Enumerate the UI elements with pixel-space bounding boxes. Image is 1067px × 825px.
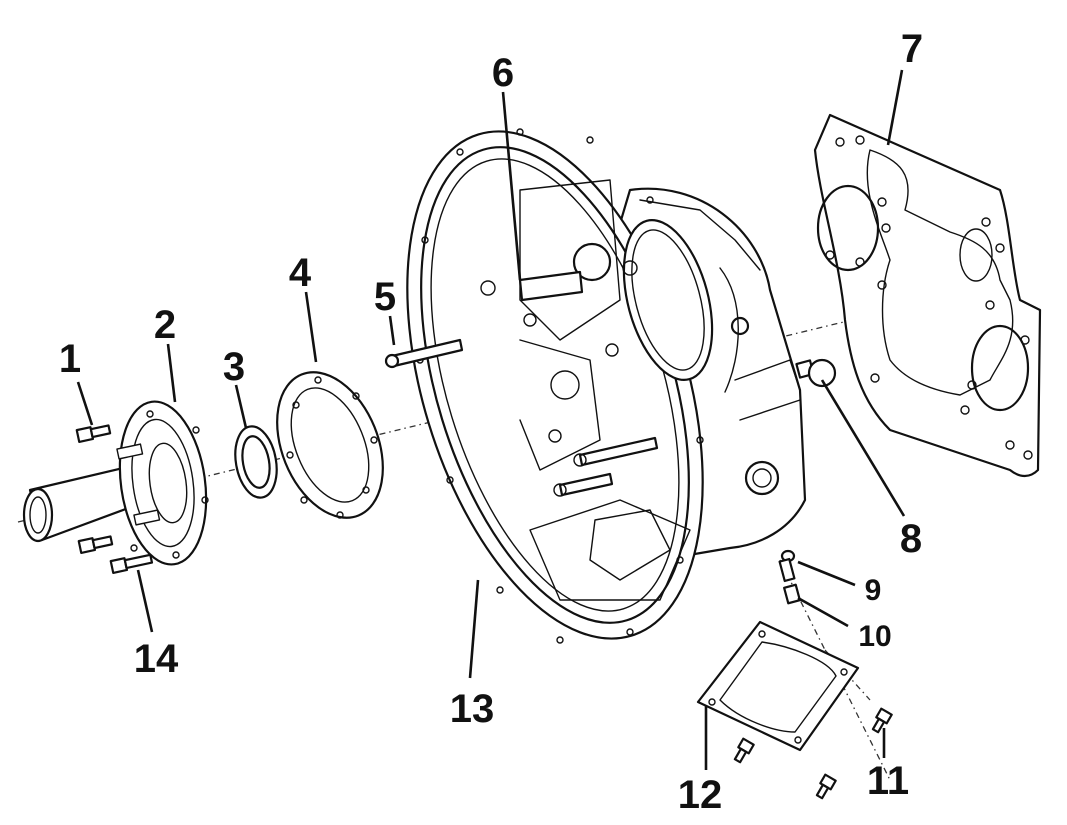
- callout-12: 12: [678, 773, 723, 817]
- callout-9: 9: [865, 574, 882, 607]
- screws-11: [733, 707, 893, 800]
- callout-8: 8: [900, 517, 922, 561]
- callout-4: 4: [289, 251, 312, 295]
- callout-14: 14: [134, 637, 179, 681]
- callout-1: 1: [59, 337, 81, 381]
- leader-lines: [76, 69, 906, 770]
- cover-gasket: [813, 113, 1042, 478]
- bolts-left: [75, 424, 154, 574]
- callout-2: 2: [154, 303, 176, 347]
- bell-housing: [384, 128, 807, 644]
- cover-plate: [696, 620, 860, 752]
- callout-11: 11: [867, 759, 909, 803]
- fitting-9: [778, 549, 796, 583]
- flange-housing: [22, 400, 209, 566]
- gasket-round: [276, 371, 384, 519]
- callout-6: 6: [492, 51, 514, 95]
- callout-7: 7: [901, 27, 923, 71]
- callout-3: 3: [223, 345, 245, 389]
- plug: [795, 358, 837, 388]
- callout-5: 5: [374, 275, 396, 319]
- callout-13: 13: [450, 687, 495, 731]
- seal-ring: [234, 425, 278, 499]
- callout-10: 10: [858, 620, 891, 653]
- fitting-10: [783, 583, 801, 605]
- callout-labels: 1 2 3 4 5 6 7 8 9 10 11 12 13 14: [59, 27, 923, 817]
